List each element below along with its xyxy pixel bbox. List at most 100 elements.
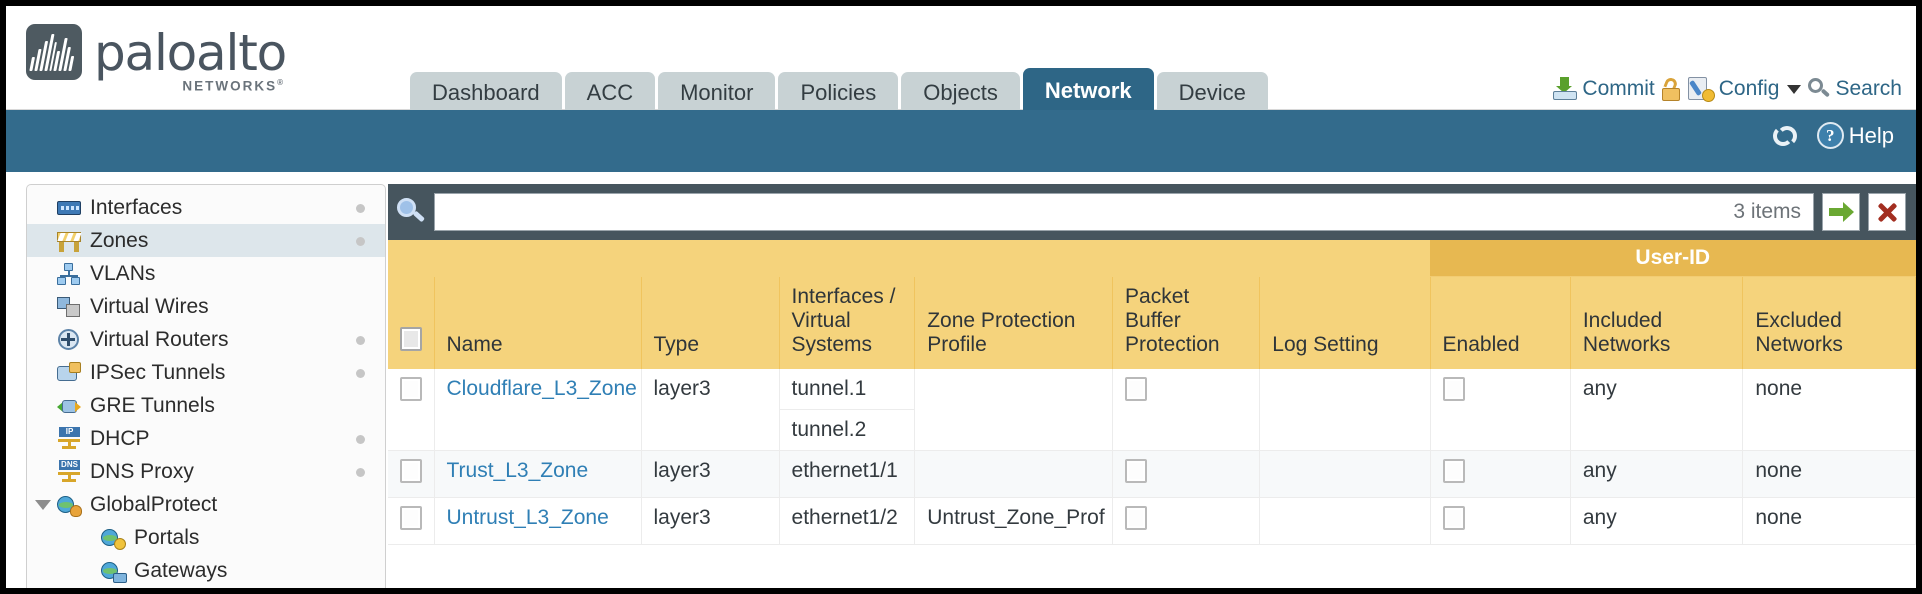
unlock-icon[interactable] — [1661, 75, 1681, 101]
cell-included-networks: any — [1570, 450, 1744, 498]
cell-zone-protection-profile — [914, 450, 1114, 498]
network-sidebar: Interfaces Zones VLANs — [26, 184, 386, 588]
userid-enabled-checkbox[interactable] — [1442, 376, 1465, 401]
col-interfaces[interactable]: Interfaces / Virtual Systems — [779, 276, 916, 369]
interfaces-icon — [57, 197, 81, 219]
cell-userid-enabled — [1430, 497, 1571, 545]
vlans-icon — [57, 262, 81, 285]
table-row[interactable]: Trust_L3_Zone layer3 ethernet1/1 any non… — [388, 450, 1916, 498]
config-dropdown[interactable]: Config — [1687, 77, 1802, 102]
status-dot — [356, 336, 365, 345]
portals-icon — [101, 527, 126, 550]
table-row[interactable]: Cloudflare_L3_Zone layer3 tunnel.1 tunne… — [388, 368, 1916, 451]
help-button[interactable]: ? Help — [1816, 122, 1894, 149]
filter-toolbar: 3 items — [388, 184, 1916, 240]
config-wrench-icon — [1687, 77, 1715, 102]
apply-filter-button[interactable] — [1822, 193, 1860, 231]
globalprotect-icon — [57, 494, 82, 517]
collapse-triangle-icon[interactable] — [35, 500, 51, 510]
sidebar-item-gateways[interactable]: Gateways — [27, 554, 385, 587]
col-log-setting[interactable]: Log Setting — [1259, 276, 1431, 369]
col-included-networks[interactable]: Included Networks — [1570, 276, 1744, 369]
interface-entry: tunnel.1 — [779, 369, 915, 410]
sub-header-actions: ? Help — [1771, 122, 1894, 149]
cell-packet-buffer-protection — [1112, 497, 1261, 545]
sidebar-item-gre-tunnels[interactable]: GRE Tunnels — [27, 389, 385, 422]
col-name[interactable]: Name — [434, 276, 642, 369]
zone-name-link[interactable]: Cloudflare_L3_Zone — [446, 376, 637, 400]
packet-buffer-protection-checkbox[interactable] — [1125, 505, 1148, 530]
row-select-cell — [388, 368, 435, 451]
sidebar-item-label: IPSec Tunnels — [90, 360, 226, 384]
tab-network[interactable]: Network — [1022, 68, 1154, 114]
paloalto-logo-icon — [26, 24, 82, 80]
sidebar-item-portals[interactable]: Portals — [27, 521, 385, 554]
dns-proxy-icon: DNS — [57, 459, 81, 483]
clear-filter-button[interactable] — [1868, 193, 1906, 231]
cell-type: layer3 — [641, 497, 780, 545]
status-dot — [356, 369, 365, 378]
top-header: paloalto NETWORKS® Dashboard ACC Monitor… — [6, 6, 1916, 114]
sidebar-item-label: Zones — [90, 228, 149, 252]
sidebar-item-dhcp[interactable]: IP DHCP — [27, 422, 385, 455]
tab-device[interactable]: Device — [1156, 72, 1268, 114]
cell-log-setting — [1259, 368, 1431, 451]
brand-name: paloalto — [94, 24, 287, 82]
cell-included-networks: any — [1570, 497, 1744, 545]
zone-name-link[interactable]: Trust_L3_Zone — [446, 458, 589, 482]
userid-enabled-checkbox[interactable] — [1442, 505, 1465, 530]
sidebar-item-virtual-wires[interactable]: Virtual Wires — [27, 290, 385, 323]
col-type[interactable]: Type — [641, 276, 780, 369]
sidebar-item-ipsec-tunnels[interactable]: IPSec Tunnels — [27, 356, 385, 389]
sidebar-item-interfaces[interactable]: Interfaces — [27, 191, 385, 224]
search-icon[interactable] — [396, 197, 426, 227]
row-checkbox[interactable] — [400, 458, 422, 483]
select-all-checkbox[interactable] — [400, 326, 422, 351]
sidebar-item-label: GRE Tunnels — [90, 393, 215, 417]
sidebar-item-label: DNS Proxy — [90, 459, 194, 483]
row-checkbox[interactable] — [400, 505, 422, 530]
packet-buffer-protection-checkbox[interactable] — [1125, 458, 1148, 483]
refresh-icon[interactable] — [1771, 123, 1799, 149]
sidebar-item-virtual-routers[interactable]: Virtual Routers — [27, 323, 385, 356]
zones-icon — [57, 230, 82, 252]
sidebar-item-label: Portals — [134, 525, 200, 549]
header-actions: Commit Config Search — [1553, 68, 1902, 110]
red-x-icon — [1875, 200, 1899, 224]
cell-interfaces: ethernet1/1 — [779, 450, 916, 498]
cell-packet-buffer-protection — [1112, 368, 1261, 451]
table-row[interactable]: Untrust_L3_Zone layer3 ethernet1/2 Untru… — [388, 497, 1916, 545]
cell-interfaces: ethernet1/2 — [779, 497, 916, 545]
cell-included-networks: any — [1570, 368, 1744, 451]
row-checkbox[interactable] — [400, 376, 422, 401]
sidebar-item-dns-proxy[interactable]: DNS DNS Proxy — [27, 455, 385, 488]
search-input[interactable]: 3 items — [434, 193, 1814, 231]
cell-name: Untrust_L3_Zone — [434, 497, 642, 545]
row-select-cell — [388, 497, 435, 545]
packet-buffer-protection-checkbox[interactable] — [1125, 376, 1148, 401]
commit-label: Commit — [1582, 77, 1655, 100]
sidebar-item-zones[interactable]: Zones — [27, 224, 385, 257]
commit-button[interactable]: Commit — [1553, 77, 1655, 101]
userid-enabled-checkbox[interactable] — [1442, 458, 1465, 483]
col-userid-enabled[interactable]: Enabled — [1430, 276, 1571, 369]
search-button[interactable]: Search — [1808, 77, 1902, 101]
col-excluded-networks[interactable]: Excluded Networks — [1742, 276, 1916, 369]
cell-excluded-networks: none — [1742, 497, 1916, 545]
tab-monitor[interactable]: Monitor — [658, 72, 776, 114]
config-label: Config — [1718, 77, 1780, 100]
col-zone-protection-profile[interactable]: Zone Protection Profile — [914, 276, 1114, 369]
brand-logo: paloalto NETWORKS® — [26, 24, 287, 93]
col-packet-buffer-protection[interactable]: Packet Buffer Protection — [1112, 276, 1261, 369]
gateways-icon — [101, 560, 127, 583]
status-dot — [356, 204, 365, 213]
tab-dashboard[interactable]: Dashboard — [410, 72, 562, 114]
search-label: Search — [1835, 77, 1902, 100]
sidebar-item-globalprotect[interactable]: GlobalProtect — [27, 488, 385, 521]
tab-objects[interactable]: Objects — [901, 72, 1020, 114]
table-group-header-row: User-ID — [388, 240, 1916, 277]
sidebar-item-vlans[interactable]: VLANs — [27, 257, 385, 290]
zone-name-link[interactable]: Untrust_L3_Zone — [446, 505, 609, 529]
tab-policies[interactable]: Policies — [778, 72, 899, 114]
tab-acc[interactable]: ACC — [564, 72, 656, 114]
